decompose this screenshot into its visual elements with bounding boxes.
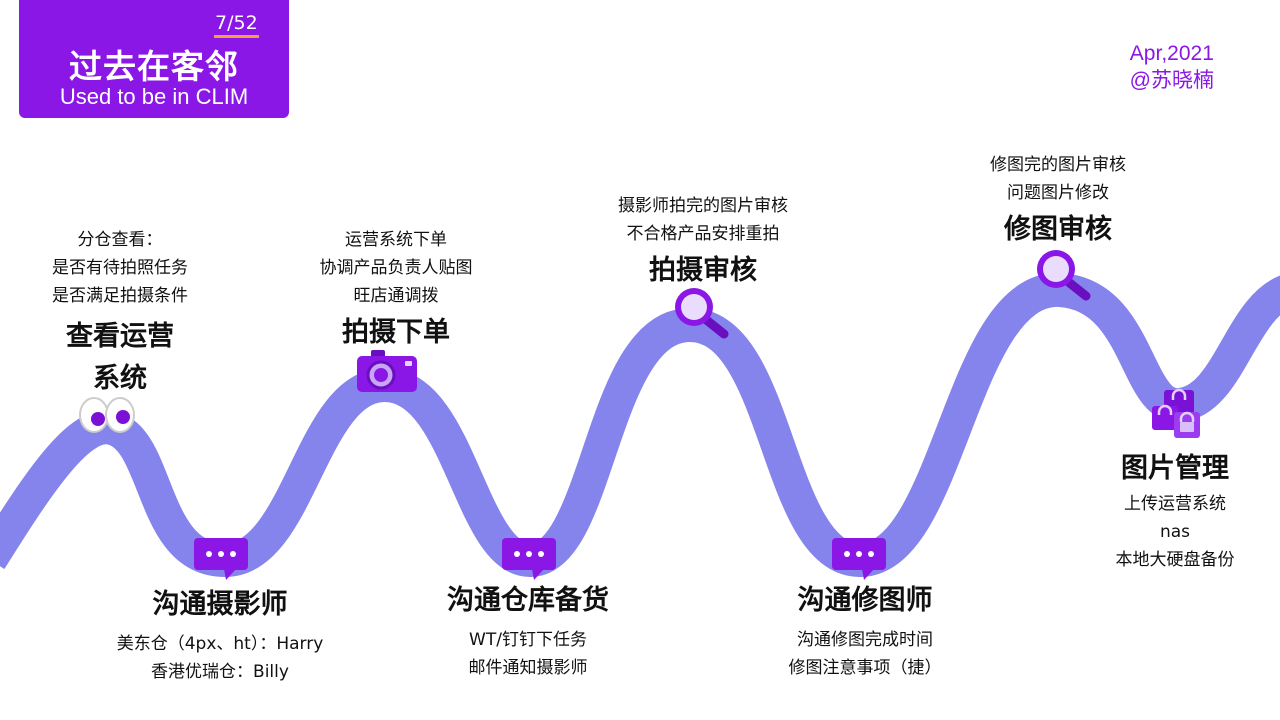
stage-shoot-review: 摄影师拍完的图片审核 不合格产品安排重拍 拍摄审核 xyxy=(578,192,828,292)
stage-note: 运营系统下单 xyxy=(345,230,447,250)
stage-note: 是否满足拍摄条件 xyxy=(52,286,188,306)
stage-note: 邮件通知摄影师 xyxy=(468,658,588,678)
stage-check-system: 分仓查看： 是否有待拍照任务 是否满足拍摄条件 查看运营 系统 xyxy=(20,226,220,400)
chat-bubble-icon xyxy=(194,538,248,580)
stage-title: 图片管理 xyxy=(1121,453,1229,484)
page-subtitle: Used to be in CLIM xyxy=(59,84,249,109)
stage-note: 美东仓（4px、ht）：Harry xyxy=(116,634,324,654)
stage-warehouse: 沟通仓库备货 WT/钉钉下任务 邮件通知摄影师 xyxy=(398,580,658,682)
stage-note: 修图完的图片审核 xyxy=(990,155,1126,175)
stage-title: 系统 xyxy=(93,363,147,394)
stage-retouch-review: 修图完的图片审核 问题图片修改 修图审核 xyxy=(948,151,1168,251)
author-date: Apr,2021 @苏晓楠 xyxy=(1130,40,1214,94)
stage-note: 沟通修图完成时间 xyxy=(797,630,933,650)
stage-note: 问题图片修改 xyxy=(1007,183,1109,203)
stage-title: 沟通仓库备货 xyxy=(447,585,609,616)
stage-shoot-order: 运营系统下单 协调产品负责人贴图 旺店通调拨 拍摄下单 xyxy=(266,226,526,354)
camera-icon xyxy=(357,350,417,392)
stage-title: 拍摄审核 xyxy=(649,255,757,286)
eyes-icon xyxy=(79,397,135,433)
stage-photographer: 沟通摄影师 美东仓（4px、ht）：Harry 香港优瑞仓：Billy xyxy=(60,584,380,686)
stage-note: 上传运营系统 xyxy=(1124,494,1226,514)
author-text: @苏晓楠 xyxy=(1129,69,1214,92)
magnifier-icon xyxy=(675,288,729,339)
stage-note: 不合格产品安排重拍 xyxy=(626,224,780,244)
page-counter: 7/52 xyxy=(215,12,258,34)
stage-title: 沟通摄影师 xyxy=(152,589,288,620)
road-path xyxy=(0,273,1280,578)
date-text: Apr,2021 xyxy=(1129,42,1214,65)
stage-note: 旺店通调拨 xyxy=(353,286,439,306)
chat-bubble-icon xyxy=(832,538,886,580)
stage-retoucher: 沟通修图师 沟通修图完成时间 修图注意事项（捷） xyxy=(735,580,995,682)
stage-note: 是否有待拍照任务 xyxy=(52,258,188,278)
header-banner: 7/52 过去在客邻 Used to be in CLIM xyxy=(19,0,289,118)
magnifier-icon xyxy=(1037,250,1091,301)
stage-note: 分仓查看： xyxy=(77,230,163,250)
counter-underline xyxy=(214,35,259,38)
stage-title: 修图审核 xyxy=(1004,214,1112,245)
stage-note: WT/钉钉下任务 xyxy=(469,630,587,650)
page-title: 过去在客邻 xyxy=(69,47,239,86)
stage-note: nas xyxy=(1159,522,1191,542)
stage-note: 协调产品负责人贴图 xyxy=(319,258,473,278)
chat-bubble-icon xyxy=(502,538,556,580)
stage-note: 摄影师拍完的图片审核 xyxy=(618,196,788,216)
stage-note: 修图注意事项（捷） xyxy=(788,658,942,678)
stage-title: 查看运营 xyxy=(66,321,174,352)
stage-image-management: 图片管理 上传运营系统 nas 本地大硬盘备份 xyxy=(1080,448,1270,574)
stage-title: 拍摄下单 xyxy=(342,317,450,348)
stage-note: 本地大硬盘备份 xyxy=(1115,550,1235,570)
stage-title: 沟通修图师 xyxy=(797,585,933,616)
bags-icon xyxy=(1152,388,1200,438)
stage-note: 香港优瑞仓：Billy xyxy=(151,662,289,682)
